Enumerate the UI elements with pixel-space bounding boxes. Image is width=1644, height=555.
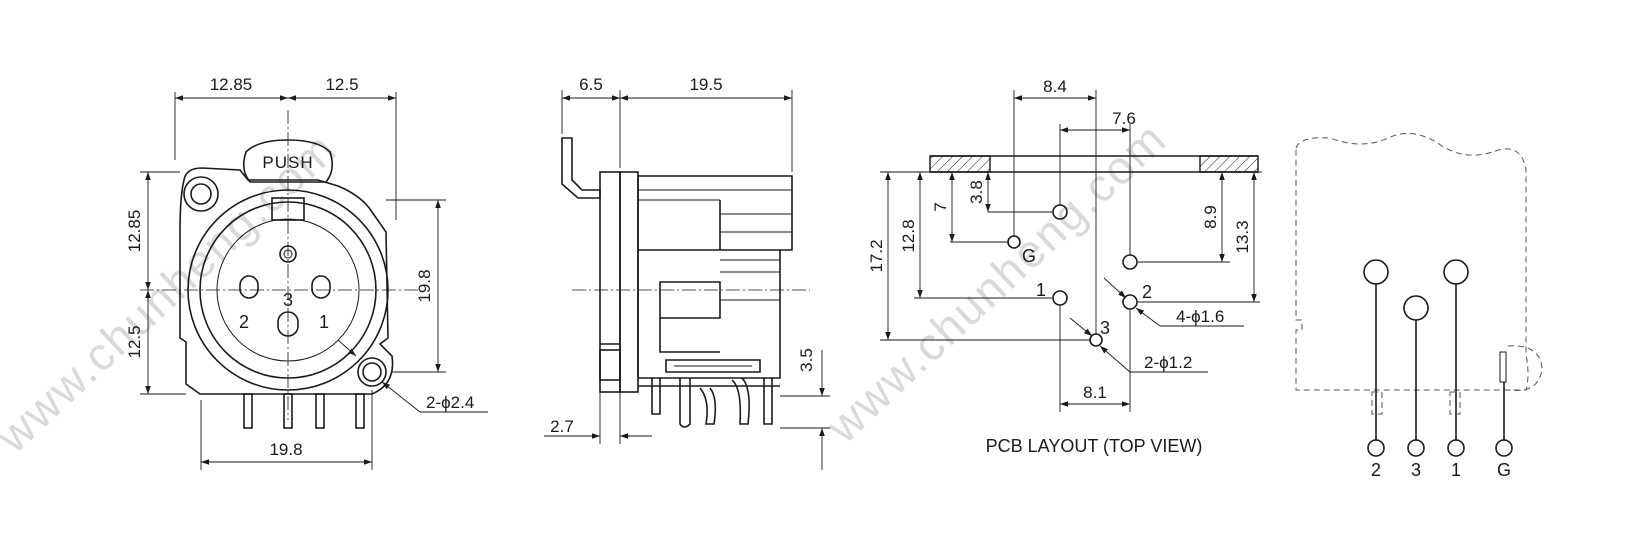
pin-label-2: 2 xyxy=(1371,460,1381,480)
pcb-dim-left-outer: 17.2 xyxy=(867,239,886,272)
front-dim-left-upper: 12.85 xyxy=(125,210,144,253)
side-dim-bottom-left: 2.7 xyxy=(550,417,574,436)
pcb-hole-large-label: 4-ϕ1.6 xyxy=(1176,307,1224,326)
pcb-dim-second: 7.6 xyxy=(1112,109,1136,128)
pin-label-g: G xyxy=(1497,460,1511,480)
front-dim-right: 19.8 xyxy=(415,269,434,302)
watermark-1: www.chunheng.com xyxy=(0,122,346,463)
side-dim-top-right: 19.5 xyxy=(689,75,722,94)
pin-label-3: 3 xyxy=(1411,460,1421,480)
pin-label-1: 1 xyxy=(1451,460,1461,480)
pcb-pin-2: 2 xyxy=(1142,282,1152,302)
pcb-hole-small-label: 2-ϕ1.2 xyxy=(1144,353,1192,372)
pcb-pin-3: 3 xyxy=(1100,318,1110,338)
watermark-2: www.chunheng.com xyxy=(816,112,1177,453)
pcb-dim-left-inner: 7 xyxy=(931,202,950,211)
pcb-pin-1: 1 xyxy=(1036,280,1046,300)
push-label: PUSH xyxy=(262,153,313,172)
pcb-pin-g: G xyxy=(1022,246,1036,266)
pcb-layout: 8.4 7.6 8.1 17.2 12.8 7 3.8 8.9 13.3 1 2… xyxy=(867,77,1262,456)
front-dim-top-right: 12.5 xyxy=(325,75,358,94)
pcb-dim-top: 8.4 xyxy=(1043,77,1067,96)
front-dim-bottom: 19.8 xyxy=(269,440,302,459)
front-pin-3: 3 xyxy=(283,290,293,310)
side-view: 6.5 19.5 3.5 2.7 xyxy=(544,75,830,470)
front-pin-1: 1 xyxy=(319,312,329,332)
pcb-dim-left-mid: 12.8 xyxy=(899,219,918,252)
pcb-dim-left-short: 3.8 xyxy=(967,180,986,204)
pcb-caption: PCB LAYOUT (TOP VIEW) xyxy=(986,436,1203,456)
front-pin-2: 2 xyxy=(239,312,249,332)
front-view: PUSH 3 2 1 12.85 12.5 12.85 xyxy=(125,75,488,470)
pcb-dim-right-inner: 8.9 xyxy=(1201,205,1220,229)
watermark-group: www.chunheng.com www.chunheng.com xyxy=(0,112,1176,463)
side-dim-right: 3.5 xyxy=(797,348,816,372)
pcb-dim-bottom: 8.1 xyxy=(1083,383,1107,402)
front-dim-top-left: 12.85 xyxy=(210,75,253,94)
pcb-dim-right-outer: 13.3 xyxy=(1233,220,1252,253)
pin-diagram: 2 3 1 G xyxy=(1295,133,1543,480)
front-mount-hole-label: 2-ϕ2.4 xyxy=(426,393,474,412)
side-dim-top-left: 6.5 xyxy=(579,75,603,94)
front-dim-left-lower: 12.5 xyxy=(125,325,144,358)
